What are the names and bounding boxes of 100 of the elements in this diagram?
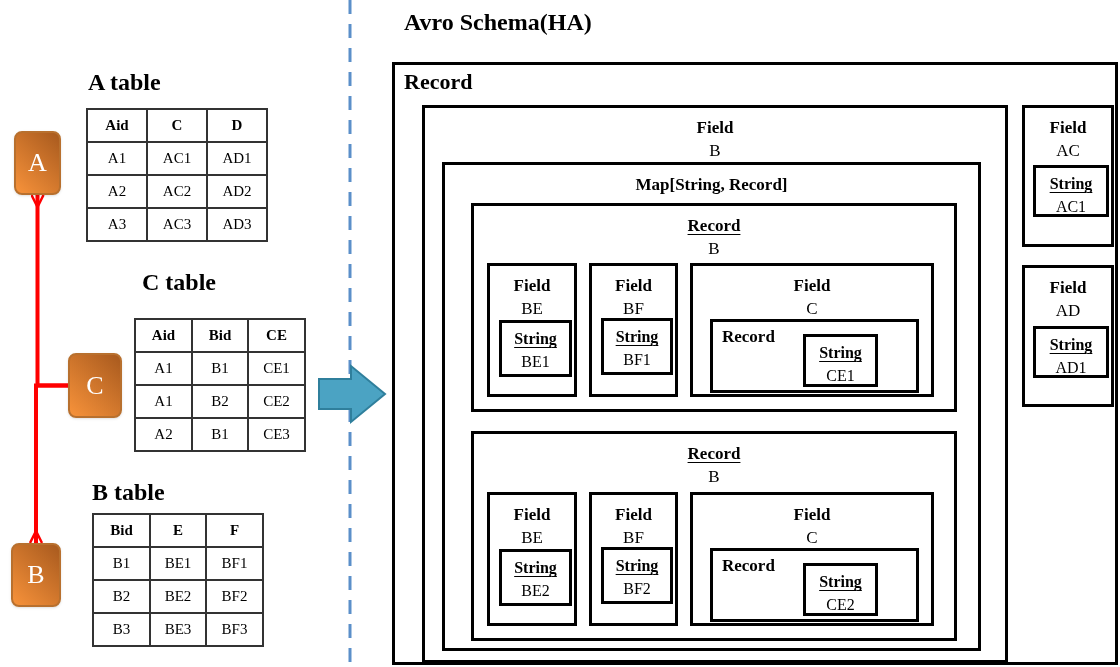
type-label: Record bbox=[404, 71, 473, 93]
record-box bbox=[392, 62, 1118, 665]
schema-title: Avro Schema(HA) bbox=[404, 10, 592, 34]
entity-box bbox=[68, 353, 122, 418]
type-label: String bbox=[615, 327, 659, 348]
table-cell: B1 bbox=[93, 547, 150, 580]
name-label: BF bbox=[623, 527, 644, 549]
name-label: CE1 bbox=[826, 366, 855, 386]
field-box bbox=[487, 263, 577, 397]
table-cell: B1 bbox=[192, 352, 248, 385]
table-cell: A1 bbox=[87, 142, 147, 175]
string-box bbox=[1033, 165, 1109, 217]
type-label: String bbox=[819, 572, 862, 593]
field-box bbox=[690, 263, 934, 397]
name-label: BE bbox=[521, 298, 543, 320]
field-box bbox=[487, 492, 577, 626]
type-label: Field bbox=[513, 504, 551, 526]
table-cell: A2 bbox=[135, 418, 192, 451]
entity-box bbox=[11, 543, 61, 607]
table-cell: CE1 bbox=[248, 352, 305, 385]
table-title: B table bbox=[92, 479, 165, 505]
table-title: C table bbox=[142, 269, 216, 295]
name-label: CE2 bbox=[826, 595, 855, 615]
type-label: Field bbox=[513, 275, 551, 297]
record-box bbox=[710, 548, 919, 622]
field-box bbox=[690, 492, 934, 626]
string-box bbox=[499, 549, 572, 606]
name-label: C bbox=[806, 527, 818, 549]
name-label: AC1 bbox=[1055, 197, 1087, 217]
type-label: Field bbox=[615, 275, 652, 297]
table-cell: BE2 bbox=[150, 580, 206, 613]
name-label: BE bbox=[521, 527, 543, 549]
table-cell: CE2 bbox=[248, 385, 305, 418]
name-label: BF2 bbox=[623, 579, 651, 599]
table-title: A table bbox=[88, 69, 161, 95]
string-box bbox=[803, 334, 878, 387]
table-cell: B2 bbox=[93, 580, 150, 613]
table-cell: AD1 bbox=[207, 142, 267, 175]
name-label: B bbox=[708, 238, 720, 260]
table-cell: BF3 bbox=[206, 613, 263, 646]
entity-label: A bbox=[28, 150, 47, 176]
name-label: C bbox=[806, 298, 818, 320]
record-box bbox=[710, 319, 919, 393]
record-box bbox=[471, 203, 957, 412]
table-cell: AC3 bbox=[147, 208, 207, 241]
string-box bbox=[803, 563, 878, 616]
header-cell: Aid bbox=[87, 109, 147, 142]
header-cell: E bbox=[150, 514, 206, 547]
name-label: BE2 bbox=[521, 581, 550, 601]
table-cell: BE3 bbox=[150, 613, 206, 646]
record-box bbox=[471, 431, 957, 641]
header-cell: C bbox=[147, 109, 207, 142]
header-cell: CE bbox=[248, 319, 305, 352]
string-box bbox=[601, 547, 673, 604]
table-cell: A1 bbox=[135, 385, 192, 418]
table-cell: BF2 bbox=[206, 580, 263, 613]
header-cell: Bid bbox=[192, 319, 248, 352]
header-cell: D bbox=[207, 109, 267, 142]
name-label: B bbox=[708, 466, 720, 488]
map-box bbox=[442, 162, 981, 651]
header-cell: F bbox=[206, 514, 263, 547]
field-box bbox=[422, 105, 1008, 663]
header-cell: Bid bbox=[93, 514, 150, 547]
name-label: AD1 bbox=[1055, 358, 1087, 378]
type-label: Field bbox=[615, 504, 652, 526]
table-cell: B3 bbox=[93, 613, 150, 646]
type-label: String bbox=[1049, 174, 1093, 195]
table-cell: AD2 bbox=[207, 175, 267, 208]
name-label: AC bbox=[1056, 140, 1080, 162]
string-box bbox=[1033, 326, 1109, 378]
table-cell: CE3 bbox=[248, 418, 305, 451]
type-label: Field bbox=[793, 275, 831, 297]
name-label: B bbox=[709, 140, 721, 162]
type-label: String bbox=[514, 558, 557, 579]
field-box bbox=[1022, 105, 1114, 247]
type-label: Record bbox=[722, 557, 775, 574]
entity-label: B bbox=[27, 562, 45, 588]
name-label: AD bbox=[1055, 300, 1081, 322]
type-label: String bbox=[615, 556, 659, 577]
table-cell: B1 bbox=[192, 418, 248, 451]
field-box bbox=[589, 492, 678, 626]
type-label: String bbox=[1049, 335, 1093, 356]
table-cell: B2 bbox=[192, 385, 248, 418]
type-label: Field bbox=[696, 117, 734, 139]
field-box bbox=[1022, 265, 1114, 407]
name-label: BF bbox=[623, 298, 644, 320]
table-cell: A3 bbox=[87, 208, 147, 241]
type-label: Record bbox=[687, 443, 741, 465]
table-cell: A1 bbox=[135, 352, 192, 385]
entity-box bbox=[14, 131, 61, 195]
string-box bbox=[499, 320, 572, 377]
type-label: Field bbox=[1049, 277, 1087, 299]
type-label: Record bbox=[722, 328, 775, 345]
type-label: Field bbox=[1049, 117, 1087, 139]
table-cell: A2 bbox=[87, 175, 147, 208]
type-label: Field bbox=[793, 504, 831, 526]
type-label: String bbox=[514, 329, 557, 350]
type-label: Map[String, Record] bbox=[635, 174, 788, 196]
table-cell: AC1 bbox=[147, 142, 207, 175]
string-box bbox=[601, 318, 673, 375]
